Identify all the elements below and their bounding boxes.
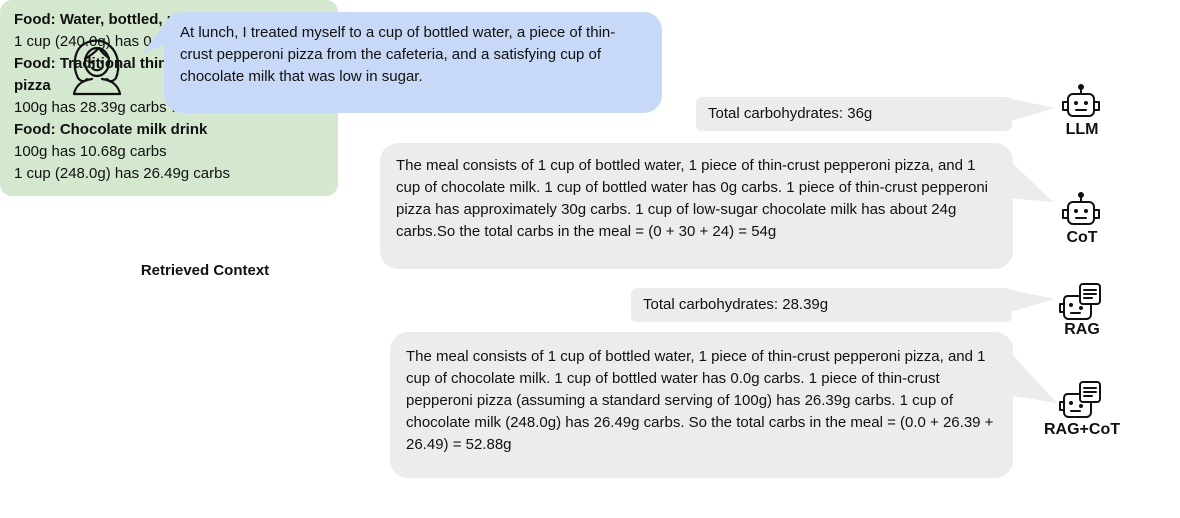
cot-label: CoT [1066,229,1098,246]
context-line: 100g has 10.68g carbs [14,143,167,160]
rag-response-text: Total carbohydrates: 28.39g [643,296,829,313]
cot-response-text: The meal consists of 1 cup of bottled wa… [396,157,989,240]
user-avatar-icon [72,39,122,96]
user-message-bubble: At lunch, I treated myself to a cup of b… [164,12,662,113]
rag-cot-label: RAG+CoT [1044,421,1120,438]
llm-response-bubble: Total carbohydrates: 36g [696,97,1012,131]
rag-label: RAG [1064,321,1100,338]
cot-bubble-tail [1007,158,1053,202]
rag-cot-robot-document-icon [1059,381,1101,418]
rag-cot-bubble-tail [1007,349,1057,403]
cot-response-bubble: The meal consists of 1 cup of bottled wa… [380,143,1013,269]
retrieved-context-title: Retrieved Context [140,262,270,279]
llm-label: LLM [1065,121,1099,138]
context-line: Food: Chocolate milk drink [14,121,208,138]
llm-bubble-tail [1007,98,1055,122]
rag-response-bubble: Total carbohydrates: 28.39g [631,288,1012,322]
rag-bubble-tail [1007,289,1055,313]
context-line: 100g has 28.39g carbs … [14,99,186,116]
rag-robot-document-icon [1059,283,1101,320]
context-line: Food: Water, bottled, plain [14,11,202,28]
rag-cot-response-text: The meal consists of 1 cup of bottled wa… [406,348,994,453]
llm-robot-icon [1062,84,1100,117]
user-bubble-tail [142,22,166,54]
cot-robot-icon [1062,192,1100,225]
rag-cot-response-bubble: The meal consists of 1 cup of bottled wa… [390,332,1013,478]
user-message-text: At lunch, I treated myself to a cup of b… [180,24,616,85]
llm-response-text: Total carbohydrates: 36g [708,105,873,122]
context-line: 1 cup (248.0g) has 26.49g carbs [14,165,230,182]
